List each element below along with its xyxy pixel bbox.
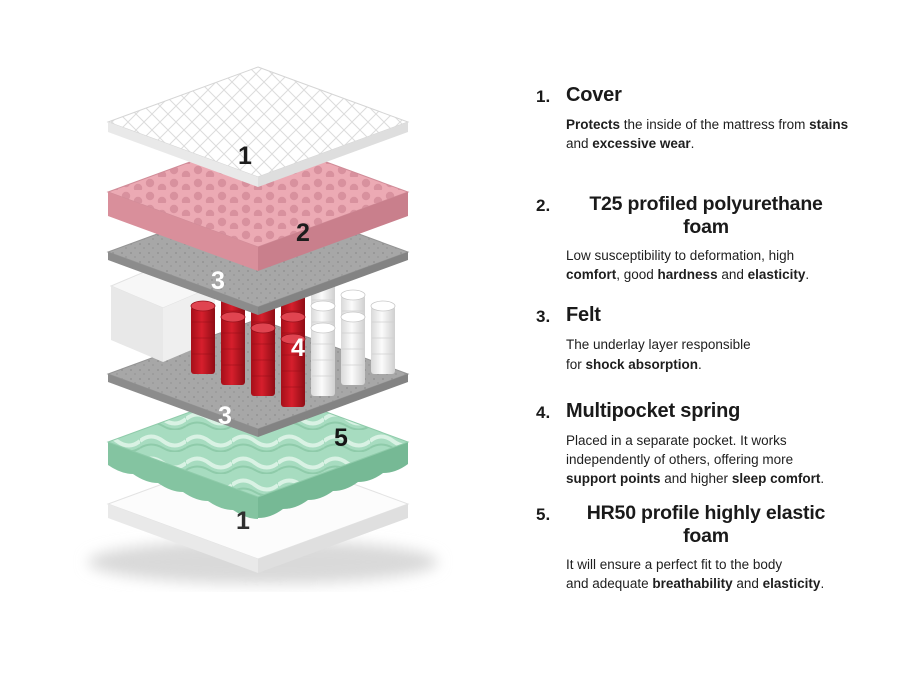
legend-item-multipocket-spring: 4. Multipocket spring Placed in a separa… <box>536 400 868 488</box>
callout-number: 1 <box>236 507 250 535</box>
mattress-diagram-svg: 1 2 3 4 3 5 1 <box>88 66 438 584</box>
legend-item-number: 1. <box>536 87 551 106</box>
callout-number: 5 <box>334 424 348 452</box>
mattress-exploded-diagram: 1 2 3 4 3 5 1 <box>48 34 478 592</box>
callout-number: 4 <box>291 334 305 362</box>
legend-item-number: 2. <box>536 196 551 216</box>
legend-item-title: Felt <box>566 304 601 327</box>
pink-foam-layer <box>106 136 410 271</box>
legend-item-t25-foam: 2. T25 profiled polyurethane foam Low su… <box>536 193 868 284</box>
legend-item-description: Protects the inside of the mattress from… <box>566 117 849 152</box>
legend-item-title: Multipocket spring <box>566 399 741 422</box>
legend-item-description: It will ensure a perfect fit to the body… <box>566 557 825 592</box>
callout-number: 2 <box>296 219 310 247</box>
legend-item-hr50-foam: 5. HR50 profile highly elastic foam It w… <box>536 502 868 593</box>
legend-item-number: 4. <box>536 402 551 422</box>
legend: 1. Cover Protects the inside of the matt… <box>536 84 868 623</box>
cover-layer <box>106 66 410 187</box>
legend-item-number: 3. <box>536 307 551 327</box>
callout-number: 3 <box>211 267 225 295</box>
callouts: 1 2 3 4 3 5 1 <box>211 142 348 535</box>
legend-item-title: T25 profiled polyurethane foam <box>589 193 823 238</box>
green-foam-layer <box>106 386 410 519</box>
callout-number: 3 <box>218 402 232 430</box>
legend-item-title: HR50 profile highly elastic foam <box>586 502 826 547</box>
callout-number: 1 <box>238 142 252 170</box>
legend-item-number: 5. <box>536 505 551 525</box>
legend-item-title: Cover <box>566 84 622 106</box>
legend-item-cover: 1. Cover Protects the inside of the matt… <box>536 84 868 153</box>
